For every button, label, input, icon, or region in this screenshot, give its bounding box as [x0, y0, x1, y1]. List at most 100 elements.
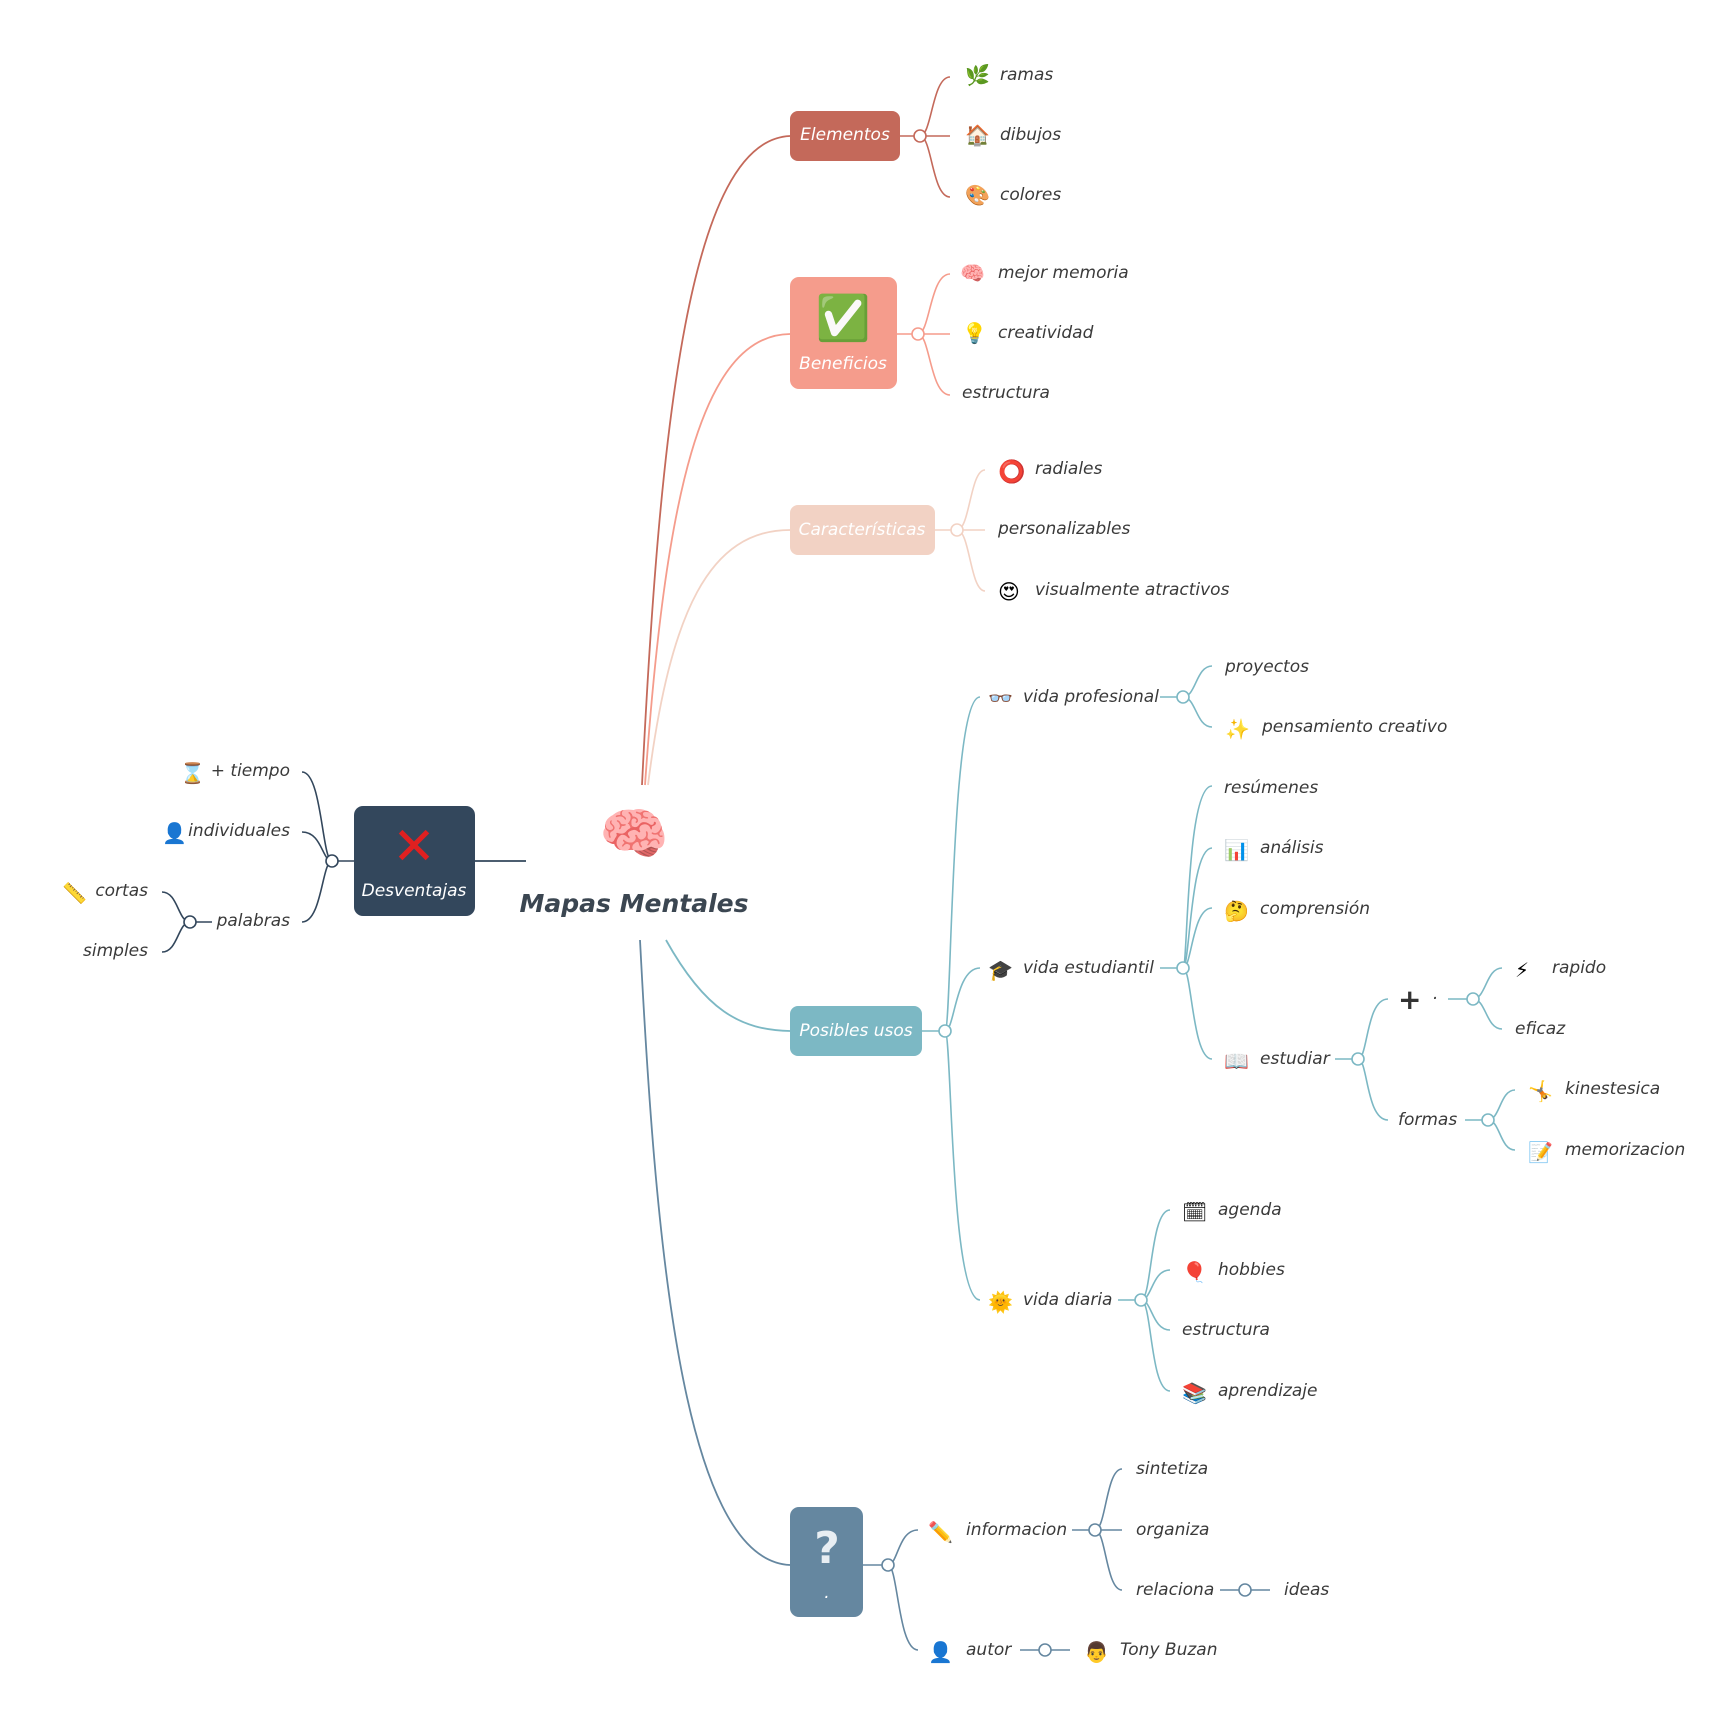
leaf-analisis[interactable]: análisis — [1260, 838, 1324, 858]
leaf-eficaz[interactable]: eficaz — [1515, 1019, 1566, 1039]
branch-info: ? . ✏️ informacion sintetiza organiza re… — [790, 1459, 1329, 1664]
elementos-node[interactable] — [790, 111, 900, 161]
books-icon: 📚 — [1182, 1381, 1207, 1405]
cross-mark-icon: ✕ — [392, 817, 436, 877]
beneficios-label: Beneficios — [799, 354, 887, 374]
leaf-kinestesica[interactable]: kinestesica — [1565, 1079, 1660, 1099]
caracteristicas-node[interactable] — [790, 505, 935, 555]
collapse-toggle[interactable] — [1351, 1052, 1365, 1066]
collapse-toggle[interactable] — [950, 523, 964, 537]
desventajas-node[interactable] — [354, 806, 475, 916]
leaf-rapido[interactable]: rapido — [1552, 958, 1606, 978]
leaf-pensamiento-creativo[interactable]: pensamiento creativo — [1261, 717, 1447, 737]
person-silhouette-icon: 👤 — [162, 821, 187, 845]
leaf-personalizables[interactable]: personalizables — [997, 519, 1130, 539]
leaf-creatividad[interactable]: creatividad — [998, 323, 1094, 343]
branch-beneficios: ✅ Beneficios 🧠 mejor memoria 💡 creativid… — [790, 261, 1129, 403]
root-connectors — [475, 135, 791, 1566]
collapse-toggle[interactable] — [1481, 1113, 1495, 1127]
node-formas[interactable]: formas — [1398, 1110, 1457, 1130]
collapse-toggle[interactable] — [881, 1558, 895, 1572]
leaf-simples[interactable]: simples — [83, 941, 148, 961]
branch-elementos: Elementos 🌿 ramas 🏠 dibujos 🎨 colores — [790, 63, 1061, 207]
leaf-sintetiza[interactable]: sintetiza — [1136, 1459, 1208, 1479]
collapse-toggle[interactable] — [325, 854, 339, 868]
root-node[interactable]: 🧠 Mapas Mentales — [520, 802, 749, 918]
collapse-toggle[interactable] — [1134, 1293, 1148, 1307]
leaf-agenda[interactable]: agenda — [1218, 1200, 1282, 1220]
node-vida-estudiantil[interactable]: vida estudiantil — [1023, 958, 1154, 978]
branch-usos: Posibles usos 👓 vida profesional proyect… — [790, 657, 1685, 1405]
node-plus-dot[interactable]: · — [1432, 989, 1437, 1009]
palette-icon: 🎨 — [965, 183, 990, 207]
herb-icon: 🌿 — [965, 63, 990, 87]
leaf-proyectos[interactable]: proyectos — [1224, 657, 1309, 677]
sun-icon: 🌞 — [988, 1290, 1013, 1314]
graduation-cap-icon: 🎓 — [988, 958, 1013, 982]
node-autor[interactable]: autor — [966, 1640, 1012, 1660]
collapse-toggle[interactable] — [911, 327, 925, 341]
leaf-memorizacion[interactable]: memorizacion — [1565, 1140, 1685, 1160]
lightbulb-icon: 💡 — [962, 321, 987, 345]
node-estudiar[interactable]: estudiar — [1260, 1049, 1331, 1069]
leaf-visualmente-atractivos[interactable]: visualmente atractivos — [1035, 580, 1230, 600]
leaf-tony-buzan[interactable]: Tony Buzan — [1120, 1640, 1217, 1660]
thinking-face-icon: 🤔 — [1224, 899, 1249, 923]
hourglass-icon: ⌛ — [180, 761, 205, 785]
leaf-mejor-memoria[interactable]: mejor memoria — [998, 263, 1129, 283]
leaf-radiales[interactable]: radiales — [1035, 459, 1103, 479]
person-silhouette-icon: 👤 — [928, 1640, 953, 1664]
sparkles-icon: ✨ — [1225, 717, 1250, 741]
branch-desventajas: ✕ Desventajas ⌛ + tiempo 👤 individuales … — [62, 761, 475, 961]
leaf-mas-tiempo[interactable]: + tiempo — [211, 761, 290, 781]
leaf-relaciona[interactable]: relaciona — [1136, 1580, 1214, 1600]
man-icon: 👨 — [1084, 1640, 1109, 1664]
leaf-ideas[interactable]: ideas — [1284, 1580, 1329, 1600]
leaf-organiza[interactable]: organiza — [1136, 1520, 1209, 1540]
leaf-estructura-diaria[interactable]: estructura — [1182, 1320, 1270, 1340]
lightning-icon: ⚡ — [1515, 958, 1529, 982]
leaf-colores[interactable]: colores — [1000, 185, 1061, 205]
collapse-toggle[interactable] — [938, 1024, 952, 1038]
collapse-toggle[interactable] — [1088, 1523, 1102, 1537]
pencil-icon: ✏️ — [928, 1520, 953, 1544]
connector-usos — [665, 939, 791, 1032]
leaf-estructura[interactable]: estructura — [962, 383, 1050, 403]
plus-icon: + — [1398, 983, 1421, 1016]
connector-elementos — [641, 135, 791, 786]
info-node[interactable] — [790, 1507, 863, 1617]
node-vida-diaria[interactable]: vida diaria — [1023, 1290, 1112, 1310]
leaf-aprendizaje[interactable]: aprendizaje — [1218, 1381, 1317, 1401]
collapse-toggle[interactable] — [1238, 1583, 1252, 1597]
usos-label: Posibles usos — [799, 1021, 912, 1041]
leaf-comprension[interactable]: comprensión — [1260, 899, 1370, 919]
desventajas-label: Desventajas — [362, 881, 467, 901]
leaf-individuales[interactable]: individuales — [188, 821, 290, 841]
collapse-toggle[interactable] — [913, 129, 927, 143]
open-book-icon: 📖 — [1224, 1049, 1249, 1073]
collapse-toggle[interactable] — [1176, 690, 1190, 704]
leaf-cortas[interactable]: cortas — [95, 881, 148, 901]
beneficios-node[interactable] — [790, 277, 897, 389]
info-label: . — [824, 1583, 829, 1603]
collapse-toggle[interactable] — [1466, 992, 1480, 1006]
node-vida-profesional[interactable]: vida profesional — [1023, 687, 1159, 707]
collapse-toggle[interactable] — [1176, 961, 1190, 975]
usos-node[interactable] — [790, 1006, 922, 1056]
connector-caracteristicas — [647, 529, 791, 786]
collapse-toggle[interactable] — [183, 915, 197, 929]
brain-icon: 🧠 — [960, 261, 985, 285]
ruler-icon: 📏 — [62, 881, 87, 905]
memo-icon: 📝 — [1528, 1140, 1553, 1164]
leaf-dibujos[interactable]: dibujos — [1000, 125, 1061, 145]
red-circle-icon: ⭕ — [998, 459, 1025, 485]
leaf-ramas[interactable]: ramas — [1000, 65, 1053, 85]
collapse-toggle[interactable] — [1038, 1643, 1052, 1657]
calendar-icon: 🗓 — [1182, 1200, 1207, 1224]
leaf-resumenes[interactable]: resúmenes — [1224, 778, 1318, 798]
check-mark-button-icon: ✅ — [816, 293, 871, 344]
node-informacion[interactable]: informacion — [966, 1520, 1067, 1540]
node-palabras[interactable]: palabras — [216, 911, 291, 931]
leaf-hobbies[interactable]: hobbies — [1218, 1260, 1285, 1280]
